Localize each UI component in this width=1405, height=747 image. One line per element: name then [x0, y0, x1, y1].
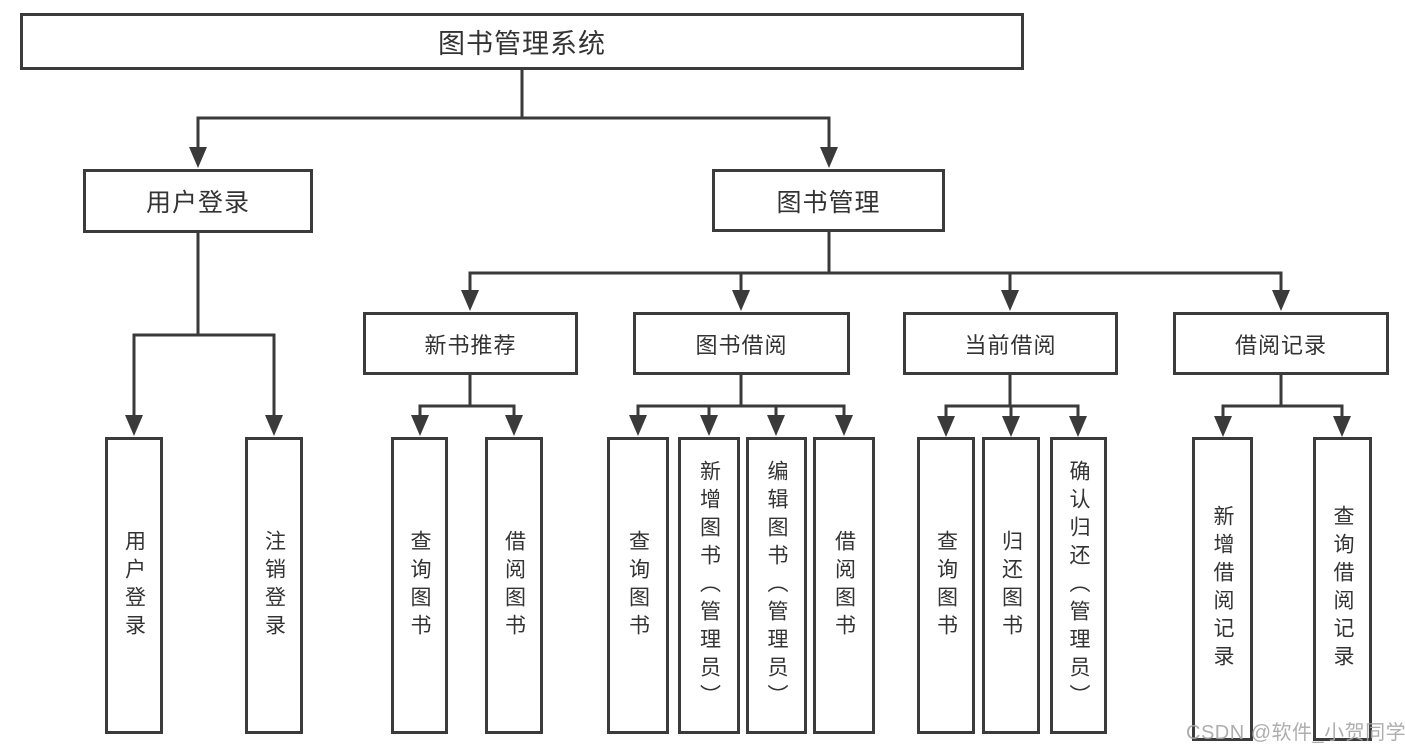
- leaf-return-book: 归还图书: [982, 437, 1040, 734]
- node-label: 借阅图书: [832, 529, 856, 642]
- node-label: 当前借阅: [964, 332, 1057, 358]
- node-label: 图书管理系统: [438, 29, 606, 59]
- node-current-borrow: 当前借阅: [903, 312, 1118, 375]
- node-label: 查询借阅记录: [1331, 505, 1354, 673]
- node-user-login: 用户登录: [83, 169, 313, 233]
- node-book-borrow: 图书借阅: [633, 312, 850, 375]
- leaf-query-book: 查询图书: [917, 437, 975, 734]
- node-label: 新增图书（管理员）: [697, 459, 721, 712]
- leaf-borrow-book: 借阅图书: [813, 437, 875, 734]
- node-label: 编辑图书（管理员）: [765, 459, 788, 712]
- leaf-add-borrow-record: 新增借阅记录: [1192, 437, 1253, 741]
- node-label: 图书借阅: [695, 332, 788, 358]
- node-label: 新书推荐: [424, 332, 517, 358]
- node-label: 用户登录: [145, 189, 250, 217]
- node-label: 归还图书: [999, 529, 1023, 642]
- leaf-user-login: 用户登录: [105, 437, 163, 734]
- leaf-confirm-return-admin: 确认归还（管理员）: [1050, 437, 1107, 734]
- node-label: 新增借阅记录: [1211, 505, 1234, 673]
- leaf-borrow-book: 借阅图书: [485, 437, 543, 734]
- csdn-watermark: CSDN @软件_小贺同学: [1186, 722, 1405, 744]
- leaf-query-book: 查询图书: [607, 437, 669, 734]
- leaf-add-book-admin: 新增图书（管理员）: [678, 437, 740, 734]
- node-label: 查询图书: [934, 529, 958, 642]
- node-label: 查询图书: [626, 529, 650, 642]
- node-label: 查询图书: [408, 529, 431, 642]
- node-library-management-system: 图书管理系统: [20, 13, 1024, 70]
- node-new-book-recommend: 新书推荐: [363, 312, 578, 375]
- node-borrow-records: 借阅记录: [1173, 312, 1389, 375]
- node-label: 用户登录: [122, 529, 146, 642]
- node-label: 借阅图书: [502, 529, 526, 642]
- leaf-logout: 注销登录: [245, 437, 303, 734]
- leaf-edit-book-admin: 编辑图书（管理员）: [746, 437, 807, 734]
- node-label: 借阅记录: [1234, 332, 1327, 358]
- node-label: 确认归还（管理员）: [1067, 459, 1090, 712]
- leaf-query-book: 查询图书: [391, 437, 448, 734]
- node-label: 注销登录: [262, 529, 286, 642]
- leaf-query-borrow-record: 查询借阅记录: [1313, 437, 1372, 741]
- node-label: 图书管理: [776, 188, 881, 217]
- node-book-management: 图书管理: [712, 169, 945, 232]
